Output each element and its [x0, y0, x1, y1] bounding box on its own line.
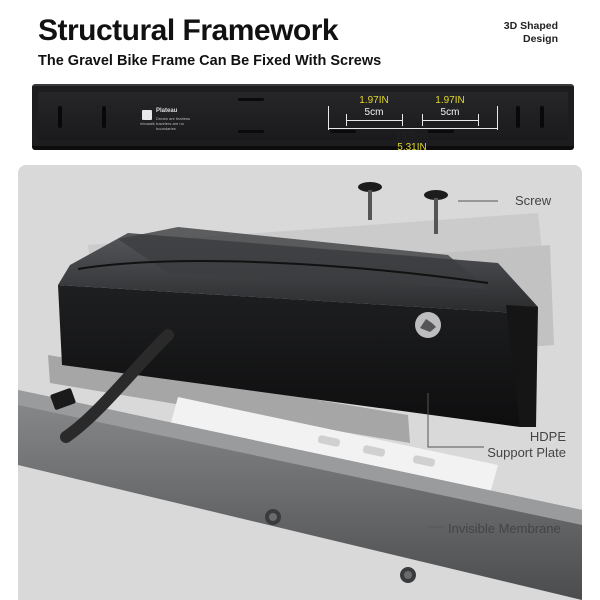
strip-slot [102, 106, 106, 128]
callout-membrane: Invisible Membrane [448, 521, 561, 536]
membrane-slot [362, 445, 386, 457]
dim-left-cm: 5cm [364, 107, 384, 118]
page-title: Structural Framework [38, 14, 339, 47]
label-title: Plateau [156, 108, 178, 114]
strip-slot [330, 130, 356, 133]
strap-buckle-icon [50, 388, 76, 410]
dim-tick [497, 106, 498, 130]
strip-slot [58, 106, 62, 128]
dim-bar-right [422, 120, 478, 121]
label-text: Dream are fearless travelers are no boun… [156, 116, 191, 131]
strip-slot [238, 130, 264, 133]
callout-hdpe: HDPE Support Plate [466, 429, 566, 461]
callout-hdpe-line-1: HDPE [529, 429, 566, 444]
dim-right-cm: 5cm [440, 107, 460, 118]
dim-right-inch: 1.97IN [435, 95, 465, 106]
brand-label-patch: rhinowalk Plateau Dream are fearless tra… [140, 106, 194, 134]
dim-total-cm: 13.5cm [395, 131, 429, 142]
exploded-view-illustration [18, 182, 582, 600]
screw-icon [358, 182, 382, 220]
callout-line-hdpe [427, 393, 484, 448]
brand-name: rhinowalk [140, 122, 155, 126]
strip-slot [516, 106, 520, 128]
bag-bottom-strip [32, 84, 574, 150]
hdpe-support-plate [48, 355, 410, 443]
frame-bag-end [506, 305, 538, 427]
membrane-slot [317, 435, 341, 447]
bike-frame-highlight [18, 390, 582, 525]
velcro-strap [60, 329, 174, 443]
dim-tick [328, 106, 329, 130]
strip-surface [38, 92, 568, 140]
zipper [77, 260, 489, 284]
screw-icon [424, 190, 448, 234]
dim-bar-left [346, 120, 402, 121]
dim-tick [402, 114, 403, 126]
strip-slot [238, 98, 264, 101]
badge-line-2: Design [522, 33, 558, 45]
dim-tick [478, 114, 479, 126]
frame-bag-side [58, 285, 520, 427]
mountain-logo-icon [142, 110, 152, 120]
strip-slot [540, 106, 544, 128]
badge-line-1: 3D Shaped [503, 20, 558, 32]
dim-total-inch: 5.31IN [397, 142, 427, 153]
callout-hdpe-line-2: Support Plate [487, 445, 566, 460]
frame-bag-lid [118, 227, 488, 289]
membrane-slot [412, 455, 436, 467]
page-subtitle: The Gravel Bike Frame Can Be Fixed With … [38, 53, 382, 69]
dim-bar-total [328, 128, 498, 129]
strip-slot [428, 130, 454, 133]
dim-left-inch: 1.97IN [359, 95, 389, 106]
bike-frame-tube [18, 390, 582, 600]
dim-tick [346, 114, 347, 126]
callout-screw: Screw [515, 193, 552, 208]
dim-tick [422, 114, 423, 126]
design-badge: 3D Shaped Design [478, 20, 558, 46]
exploded-view-scene: Screw HDPE Support Plate Invisible Membr… [18, 165, 582, 600]
